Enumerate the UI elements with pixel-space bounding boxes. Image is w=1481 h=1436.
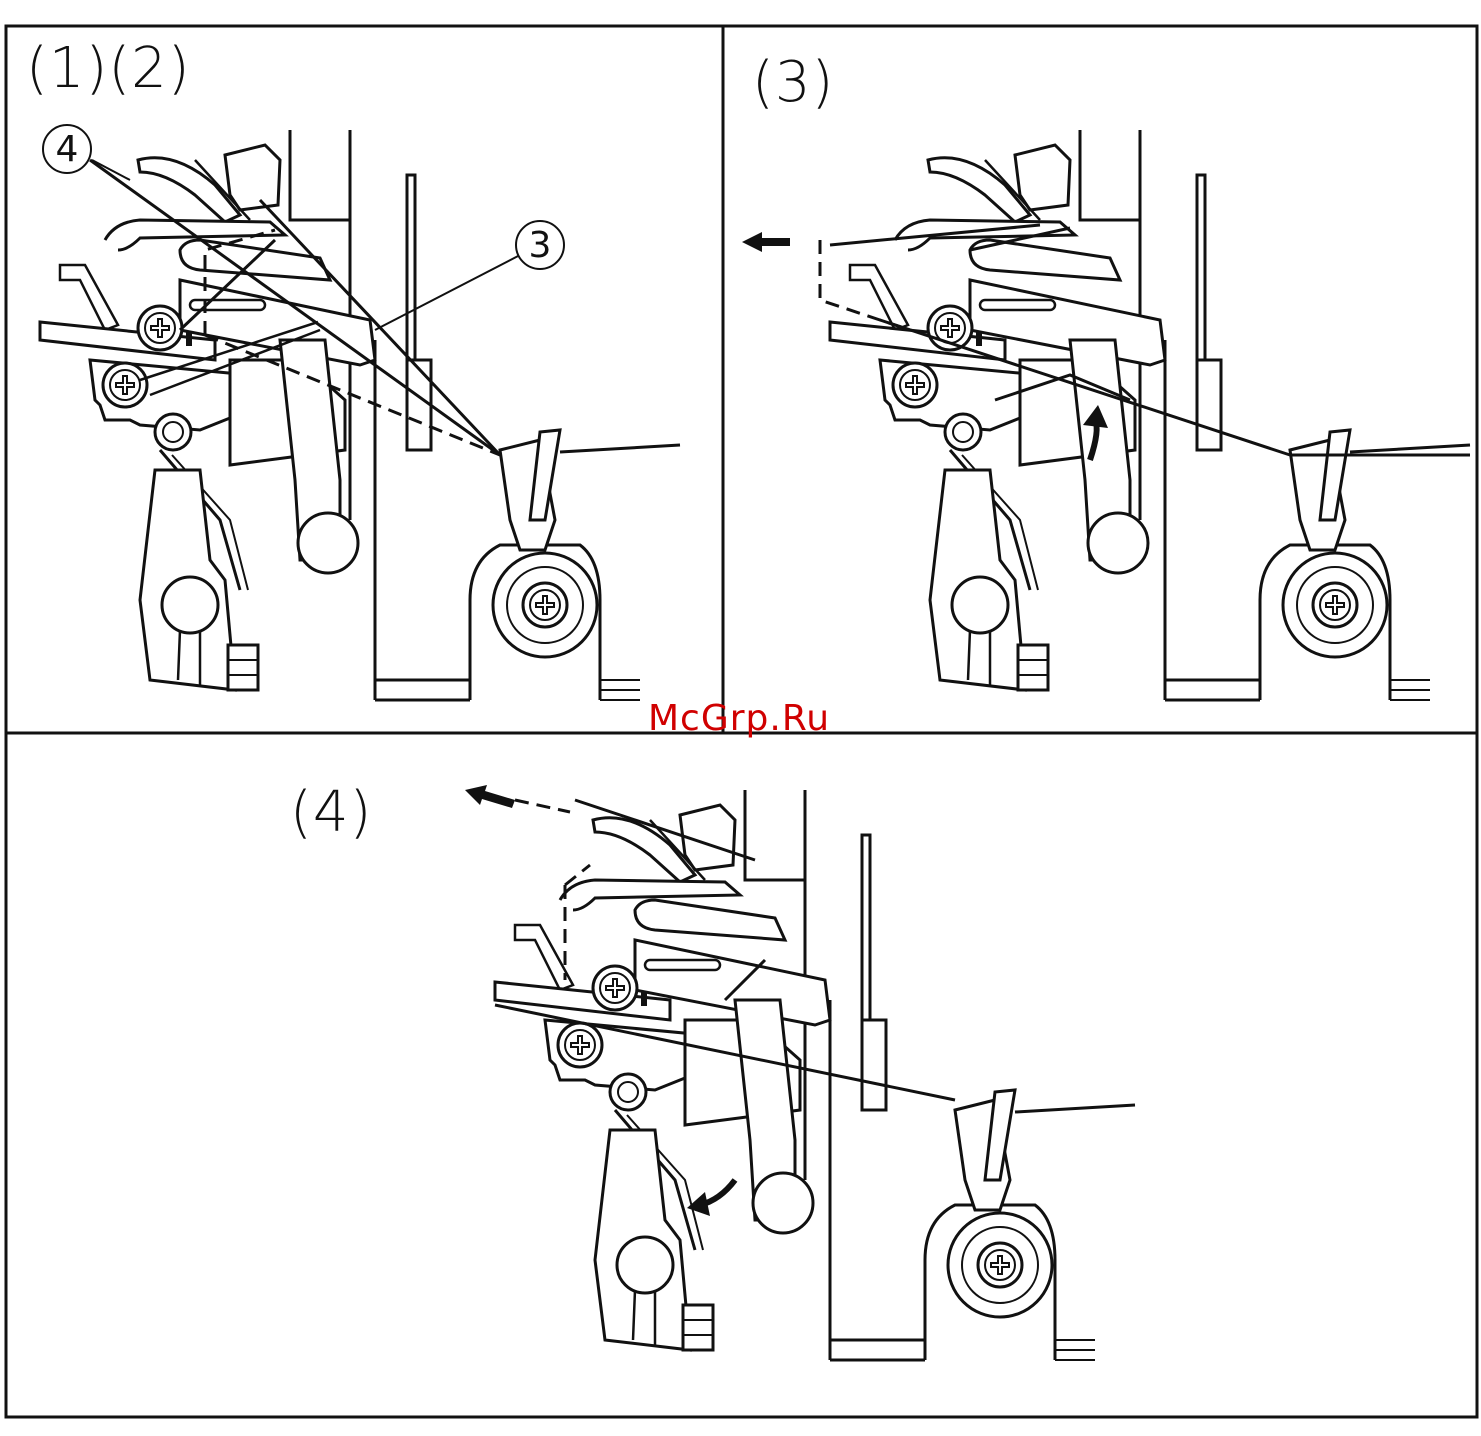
part-callout-4: 4 [42,124,92,174]
panel-1-2-mechanism [40,130,680,700]
part-callout-3: 3 [515,220,565,270]
pull-arrow-4 [465,785,515,808]
watermark-text: McGrp.Ru [648,698,830,739]
step-label-4: (4) [290,780,372,845]
step-label-3: (3) [752,50,834,115]
step-label-1-2: (1)(2) [26,36,191,101]
panel-4-mechanism [495,790,1135,1360]
panel-3-mechanism [820,130,1470,700]
pull-arrow-3 [742,232,790,252]
